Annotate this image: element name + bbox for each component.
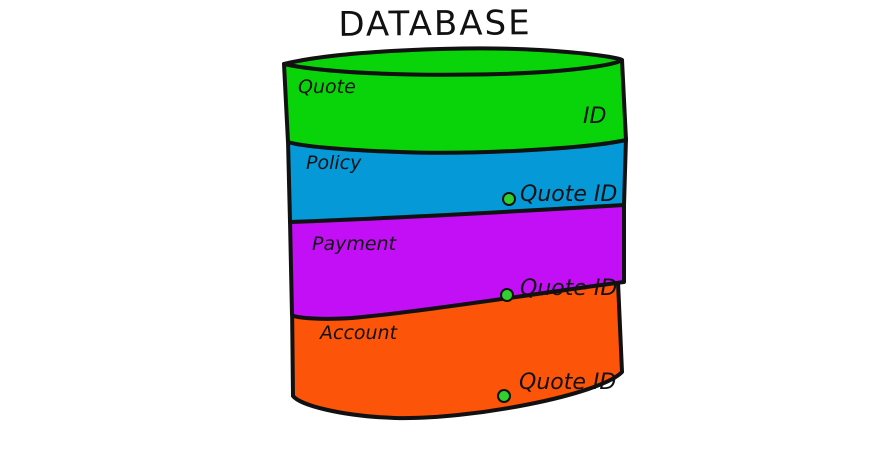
key-label-account: Quote ID	[519, 370, 617, 395]
cylinder-top-rim	[282, 58, 624, 77]
layer-label-policy: Policy	[306, 152, 362, 174]
layer-label-account: Account	[320, 322, 398, 344]
key-label-policy: Quote ID	[520, 182, 618, 207]
layer-label-payment: Payment	[312, 233, 397, 255]
diagram-title: DATABASE	[338, 3, 532, 45]
key-label-quote: ID	[583, 104, 607, 129]
fk-dot-account	[497, 389, 511, 403]
fk-dot-policy	[502, 192, 516, 206]
key-label-payment: Quote ID	[520, 276, 618, 301]
fk-dot-payment	[500, 288, 514, 302]
layer-label-quote: Quote	[298, 76, 356, 98]
quote-layer	[282, 46, 628, 155]
